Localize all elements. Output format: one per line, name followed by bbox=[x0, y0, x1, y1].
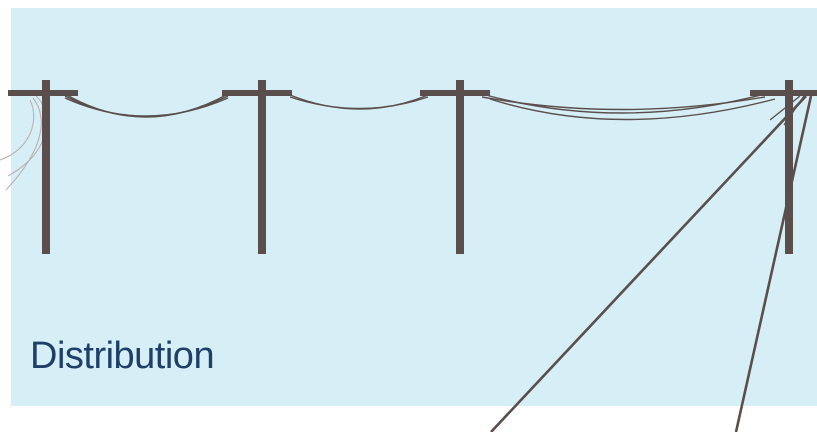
utility-pole-icon bbox=[750, 80, 817, 254]
left-edge-wires bbox=[0, 96, 47, 190]
service-drop-lines bbox=[491, 96, 811, 432]
utility-pole-icon bbox=[420, 80, 490, 254]
power-line-icon bbox=[65, 94, 775, 120]
power-line bbox=[65, 98, 228, 116]
power-line bbox=[290, 95, 428, 109]
diagram-label: Distribution bbox=[30, 337, 214, 375]
utility-pole-icon bbox=[222, 80, 292, 254]
loose-wire bbox=[0, 100, 34, 160]
power-line bbox=[290, 97, 428, 109]
service-drop-line bbox=[491, 96, 806, 432]
utility-pole-icon bbox=[8, 80, 78, 254]
power-line bbox=[65, 94, 228, 117]
service-drop-line bbox=[736, 96, 811, 432]
power-line bbox=[65, 96, 228, 117]
